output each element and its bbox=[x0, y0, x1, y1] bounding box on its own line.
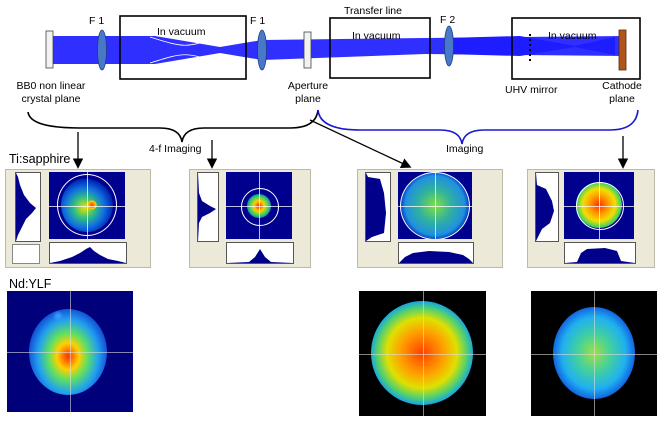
vacuum-box-3 bbox=[511, 17, 641, 80]
bbo-crystal bbox=[45, 30, 54, 69]
label-f1-right: F 1 bbox=[250, 15, 266, 27]
beam-waist bbox=[149, 36, 221, 64]
beam-image bbox=[226, 172, 292, 239]
label-uhv-mirror: UHV mirror bbox=[505, 84, 558, 96]
beam-image bbox=[398, 172, 472, 239]
label-f2: F 2 bbox=[440, 14, 456, 26]
ti-panel-cathode bbox=[527, 169, 655, 268]
vertical-profile bbox=[197, 172, 219, 242]
label-aperture-2: plane bbox=[295, 93, 321, 105]
label-aperture-1: Aperture bbox=[287, 80, 329, 92]
aperture bbox=[303, 31, 312, 69]
label-ti-sapphire: Ti:sapphire bbox=[9, 152, 71, 166]
brace-4f-imaging bbox=[27, 109, 319, 143]
nd-image-aperture bbox=[359, 291, 486, 416]
label-vacuum-1: In vacuum bbox=[157, 26, 206, 38]
label-4f-imaging: 4-f Imaging bbox=[149, 143, 202, 155]
controls-icon bbox=[12, 244, 40, 264]
vacuum-box-2 bbox=[329, 17, 431, 79]
horizontal-profile bbox=[398, 242, 474, 264]
label-cathode-2: plane bbox=[609, 93, 635, 105]
lens-f1-left-shape bbox=[97, 29, 107, 71]
label-bbo-1: BB0 non linear bbox=[16, 80, 86, 92]
nd-image-cathode bbox=[531, 291, 657, 416]
label-bbo-2: crystal plane bbox=[21, 93, 81, 105]
vertical-profile bbox=[15, 172, 41, 242]
label-cathode-1: Cathode bbox=[602, 80, 642, 92]
cathode bbox=[618, 29, 627, 71]
label-nd-ylf: Nd:YLF bbox=[9, 277, 52, 291]
label-f1-left: F 1 bbox=[89, 15, 105, 27]
lens-f1-right-shape bbox=[257, 29, 267, 71]
label-imaging: Imaging bbox=[446, 143, 484, 155]
beam-image bbox=[49, 172, 125, 239]
label-vacuum-3: In vacuum bbox=[548, 30, 597, 42]
horizontal-profile bbox=[226, 242, 294, 264]
label-vacuum-2: In vacuum bbox=[352, 30, 401, 42]
vertical-profile bbox=[535, 172, 559, 242]
beam-image bbox=[564, 172, 634, 239]
ti-panel-aperture bbox=[189, 169, 311, 268]
vacuum-box-1 bbox=[119, 15, 247, 80]
vertical-profile bbox=[365, 172, 391, 242]
arrow-ti-3 bbox=[309, 119, 412, 168]
brace-imaging bbox=[317, 109, 639, 145]
horizontal-profile bbox=[564, 242, 636, 264]
ti-panel-bbo bbox=[5, 169, 151, 268]
nd-image-bbo bbox=[7, 291, 133, 412]
lens-f2-shape bbox=[444, 25, 454, 67]
ti-panel-transfer bbox=[357, 169, 503, 268]
horizontal-profile bbox=[49, 242, 127, 264]
label-transfer-line: Transfer line bbox=[344, 5, 402, 17]
